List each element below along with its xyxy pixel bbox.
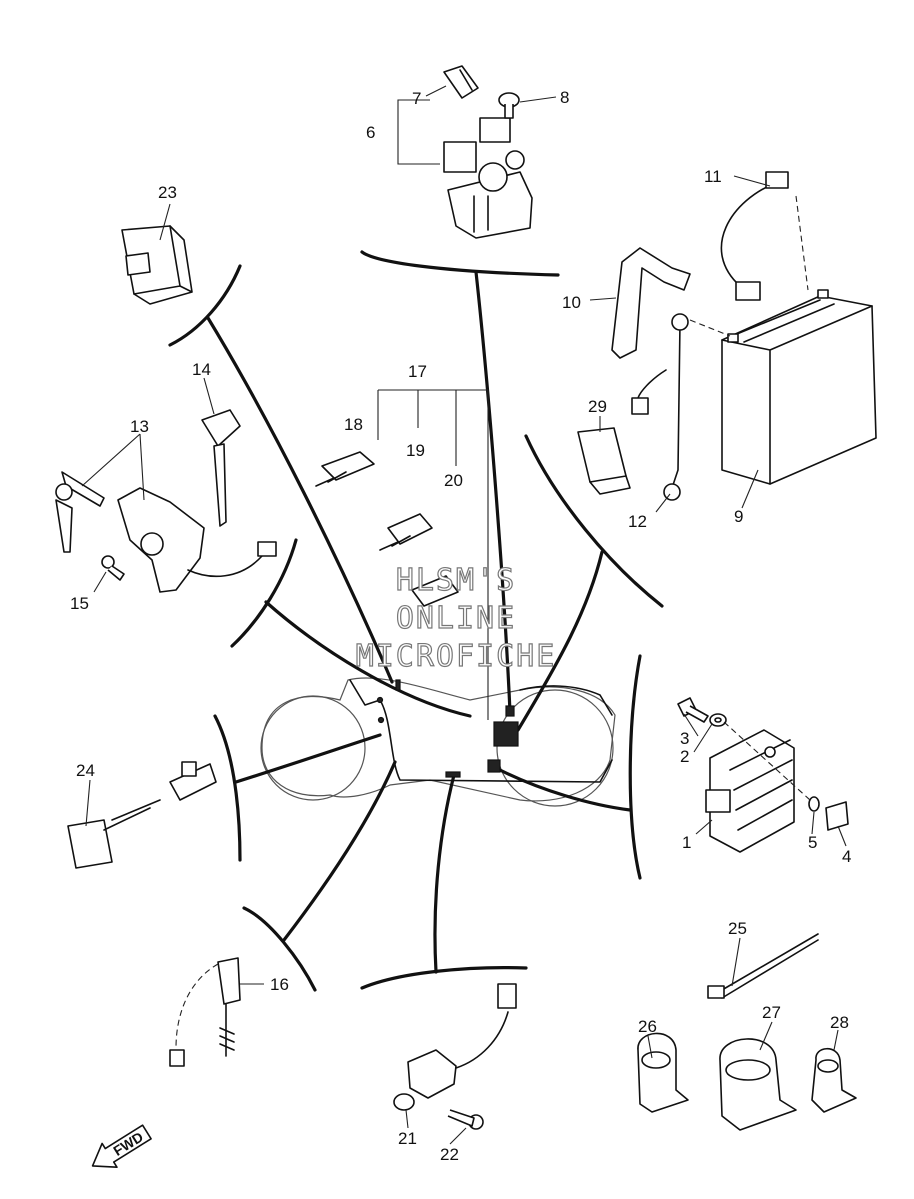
callout-leaders	[81, 85, 847, 1145]
bolt-3	[677, 697, 709, 723]
battery-9	[721, 289, 877, 485]
clamp-26	[637, 1032, 689, 1113]
washer-2	[709, 713, 727, 727]
callout-3: 3	[680, 729, 689, 748]
callout-8: 8	[560, 88, 569, 107]
callout-16: 16	[270, 975, 289, 994]
fwd-arrow-icon: FWD	[91, 1124, 152, 1168]
callout-24: 24	[76, 761, 95, 780]
fuse-bracket-lines	[377, 389, 489, 720]
rectifier-1	[705, 729, 795, 853]
sensor-21	[393, 983, 517, 1111]
callout-10: 10	[562, 293, 581, 312]
fuse-18	[315, 451, 375, 487]
relay-unit-23	[121, 225, 193, 305]
key-14	[201, 409, 241, 527]
callout-5: 5	[808, 833, 817, 852]
callout-26: 26	[638, 1017, 657, 1036]
callout-13: 13	[130, 417, 149, 436]
watermark-line-3: MICROFICHE	[356, 639, 557, 674]
bolt-8	[498, 92, 520, 119]
callout-labels: 1 2 3 4 5 6 7 8 9 10 11 12 13 14 15 16 1…	[70, 88, 851, 1164]
screw-15	[101, 555, 125, 581]
callout-27: 27	[762, 1003, 781, 1022]
leader-lines	[206, 270, 632, 974]
switch-16	[169, 957, 241, 1067]
callout-15: 15	[70, 594, 89, 613]
callout-28: 28	[830, 1013, 849, 1032]
callout-6: 6	[366, 123, 375, 142]
starter-relay	[443, 117, 533, 239]
callout-18: 18	[344, 415, 363, 434]
watermark-line-2: ONLINE	[396, 601, 516, 636]
callout-1: 1	[682, 833, 691, 852]
callout-20: 20	[444, 471, 463, 490]
callout-4: 4	[842, 847, 851, 866]
watermark-line-1: HLSM'S	[396, 563, 516, 598]
callout-9: 9	[734, 507, 743, 526]
mount-markers	[376, 679, 519, 778]
callout-12: 12	[628, 512, 647, 531]
fuse-19	[379, 513, 433, 551]
callout-22: 22	[440, 1145, 459, 1164]
callout-19: 19	[406, 441, 425, 460]
callout-11: 11	[704, 167, 722, 186]
callout-25: 25	[728, 919, 747, 938]
clamp-27	[719, 1038, 797, 1131]
screw-22	[447, 1109, 484, 1130]
callout-29: 29	[588, 397, 607, 416]
callout-7: 7	[412, 89, 421, 108]
callout-2: 2	[680, 747, 689, 766]
callout-14: 14	[192, 360, 211, 379]
battery-dash-lines	[689, 195, 809, 337]
main-switch-13	[117, 487, 277, 593]
keys-13	[55, 471, 105, 553]
motorcycle-outline	[260, 677, 616, 807]
battery-cable-11	[720, 171, 789, 301]
fuse-20	[411, 575, 459, 607]
callout-23: 23	[158, 183, 177, 202]
callout-21: 21	[398, 1129, 417, 1148]
ground-lead-12	[631, 313, 689, 501]
clamp-28	[811, 1047, 857, 1113]
watermark: HLSM'S ONLINE MICROFICHE	[355, 562, 557, 674]
callout-17: 17	[408, 362, 427, 381]
lead-24	[67, 761, 217, 869]
nut-4	[825, 801, 849, 831]
fuse-cover-7	[443, 65, 479, 99]
relay-29	[577, 427, 631, 495]
battery-band-10	[611, 247, 691, 359]
cable-band-25	[707, 933, 819, 999]
washer-5	[808, 796, 820, 812]
